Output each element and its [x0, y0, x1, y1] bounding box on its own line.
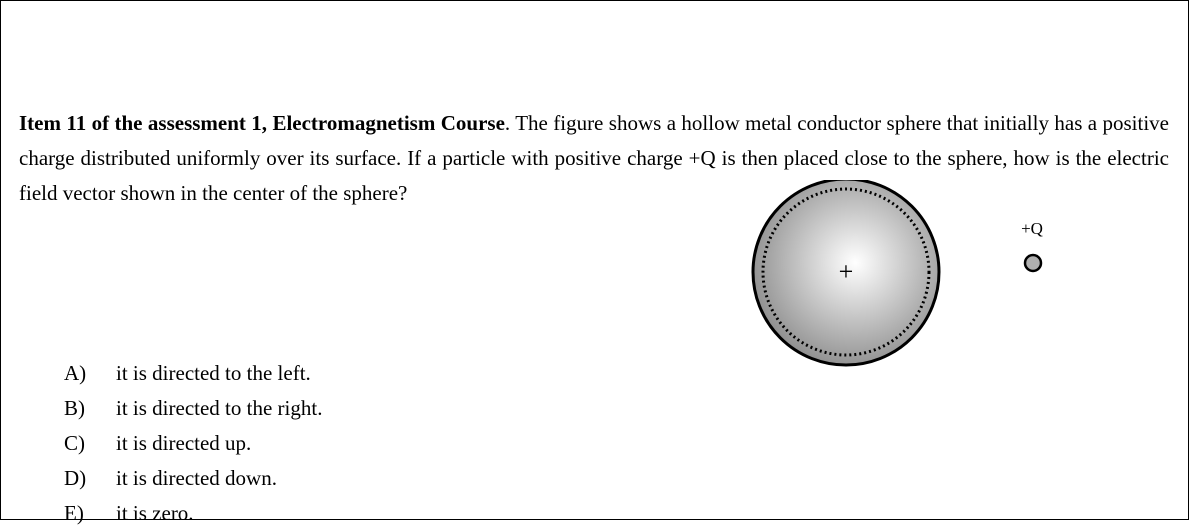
option-d[interactable]: D) it is directed down.: [64, 461, 322, 496]
option-c[interactable]: C) it is directed up.: [64, 426, 322, 461]
point-charge-particle: [1023, 253, 1043, 273]
option-letter: A): [64, 361, 87, 385]
sphere-surface-charge: [761, 187, 931, 357]
option-e[interactable]: E) it is zero.: [64, 496, 322, 531]
option-letter: C): [64, 431, 85, 455]
option-letter: E): [64, 501, 84, 525]
option-text: it is zero.: [116, 501, 194, 525]
option-letter: B): [64, 396, 85, 420]
option-text: it is directed down.: [116, 466, 277, 490]
particle-label: +Q: [1021, 219, 1043, 238]
option-text: it is directed to the left.: [116, 361, 311, 385]
question-title: Item 11 of the assessment 1, Electromagn…: [19, 111, 505, 135]
answer-options: A) it is directed to the left. B) it is di…: [64, 356, 322, 531]
question-body: . The figure shows a hollow metal conduc…: [19, 111, 1169, 205]
option-letter: D): [64, 466, 87, 490]
option-text: it is directed to the right.: [116, 396, 323, 420]
option-a[interactable]: A) it is directed to the left.: [64, 356, 322, 391]
conductor-sphere: [751, 180, 941, 367]
option-text: it is directed up.: [116, 431, 252, 455]
option-b[interactable]: B) it is directed to the right.: [64, 391, 322, 426]
question-text: Item 11 of the assessment 1, Electromagn…: [19, 106, 1169, 211]
sphere-figure: + +Q: [751, 180, 1043, 367]
sphere-charge-symbol: +: [839, 257, 854, 286]
